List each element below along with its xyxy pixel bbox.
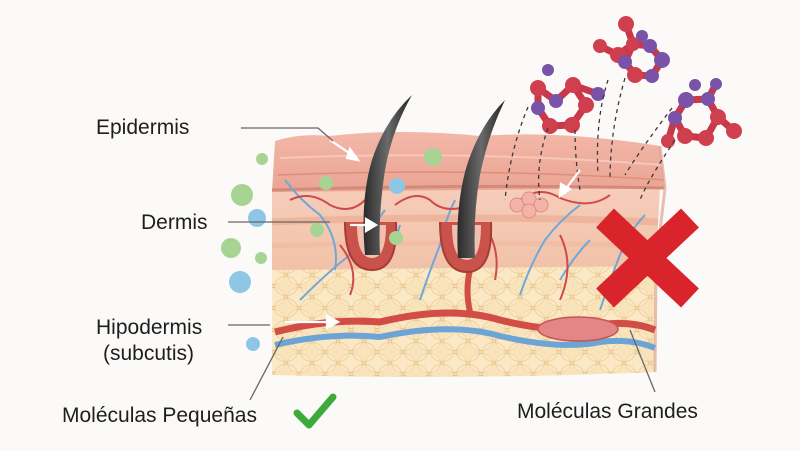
large-molecule-1 xyxy=(530,64,605,134)
hair-follicle-1 xyxy=(344,95,412,272)
leader-lines xyxy=(228,127,656,401)
label-hypodermis: Hipodermis xyxy=(96,316,203,339)
large-molecule-2 xyxy=(593,16,670,83)
label-small-molecules: Moléculas Pequeñas xyxy=(62,404,257,427)
molecule-paths xyxy=(504,77,676,201)
label-large-molecules: Moléculas Grandes xyxy=(517,400,698,423)
label-dermis: Dermis xyxy=(141,211,208,234)
skin-cross-section xyxy=(271,95,667,377)
large-molecule-3 xyxy=(661,78,742,148)
label-epidermis: Epidermis xyxy=(96,116,190,139)
small-molecules xyxy=(221,148,442,351)
check-mark-icon xyxy=(293,393,337,429)
label-subcutis: (subcutis) xyxy=(103,342,195,365)
gland xyxy=(537,316,619,342)
cross-mark-icon xyxy=(596,208,699,308)
hair-follicle-2 xyxy=(439,100,505,274)
